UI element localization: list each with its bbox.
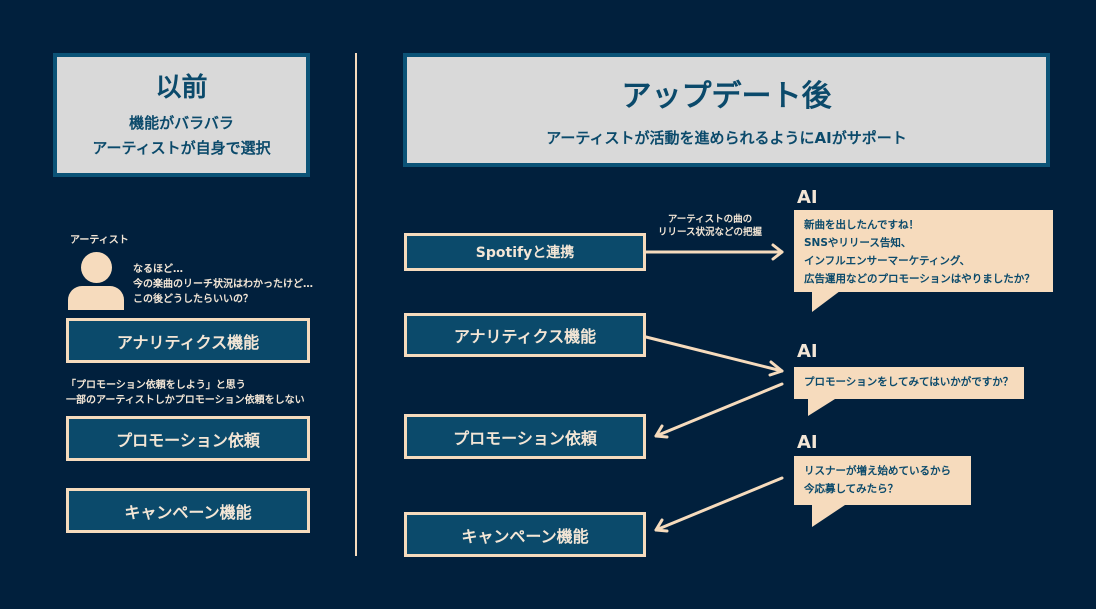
ai-label-1: AI [797, 187, 818, 208]
artist-thought: なるほど… 今の楽曲のリーチ状況はわかったけど… この後どうしたらいいの？ [133, 262, 313, 307]
after-subtitle: アーティストが活動を進められるようにAIがサポート [546, 129, 907, 147]
arrow-label-line: リリース状況などの把握 [657, 227, 763, 238]
note-line: 「プロモーション依頼をしよう」と思う [66, 380, 246, 391]
note-line: 一部のアーティストしかプロモーション依頼をしない [66, 395, 305, 406]
before-analytics-box: アナリティクス機能 [66, 318, 310, 363]
spotify-box: Spotifyと連携 [404, 233, 646, 271]
before-promotion-box: プロモーション依頼 [66, 416, 310, 461]
artist-label: アーティスト [70, 235, 129, 246]
bubble-tail-2 [808, 399, 835, 416]
after-title: アップデート後 [621, 79, 832, 114]
before-subtitle-2: アーティストが自身で選択 [92, 139, 271, 157]
thought-line: なるほど… [133, 264, 183, 275]
bubble-line: 今応募してみたら？ [804, 483, 899, 495]
after-analytics-box: アナリティクス機能 [404, 313, 646, 357]
bubble-tail-3 [812, 505, 845, 527]
bubble-line: 新曲を出したんですね！ [804, 219, 919, 231]
thought-line: 今の楽曲のリーチ状況はわかったけど… [133, 279, 313, 290]
before-title: 以前 [155, 73, 208, 103]
arrow-label-line: アーティストの曲の [667, 214, 753, 225]
before-header: 以前 機能がバラバラ アーティストが自身で選択 [53, 53, 310, 177]
arrow-analytics-to-ai [644, 335, 784, 377]
after-promotion-box: プロモーション依頼 [404, 414, 646, 459]
bubble-line: SNSやリリース告知、 [804, 237, 912, 249]
bubble-tail-1 [812, 291, 840, 312]
arrow-ai-to-campaign [654, 476, 784, 533]
ai-label-2: AI [797, 341, 818, 362]
promotion-note: 「プロモーション依頼をしよう」と思う 一部のアーティストしかプロモーション依頼を… [66, 378, 305, 408]
arrow-label: アーティストの曲の リリース状況などの把握 [655, 213, 765, 239]
bubble-line: プロモーションをしてみてはいかがですか？ [804, 376, 1014, 388]
avatar-icon [68, 252, 124, 310]
before-subtitle-1: 機能がバラバラ [129, 114, 234, 132]
before-campaign-box: キャンペーン機能 [66, 488, 310, 533]
ai-bubble-1: 新曲を出したんですね！ SNSやリリース告知、 インフルエンサーマーケティング、… [794, 210, 1053, 292]
arrow-ai-to-promotion [654, 382, 784, 439]
arrow-spotify-to-ai [644, 243, 784, 261]
ai-bubble-3: リスナーが増え始めているから 今応募してみたら？ [794, 456, 971, 505]
thought-line: この後どうしたらいいの？ [133, 294, 253, 305]
bubble-line: リスナーが増え始めているから [804, 465, 951, 477]
ai-bubble-2: プロモーションをしてみてはいかがですか？ [794, 367, 1024, 399]
bubble-line: インフルエンサーマーケティング、 [804, 255, 971, 267]
divider [355, 53, 357, 556]
after-campaign-box: キャンペーン機能 [404, 512, 646, 557]
after-header: アップデート後 アーティストが活動を進められるようにAIがサポート [403, 53, 1050, 167]
bubble-line: 広告運用などのプロモーションはやりましたか？ [804, 273, 1035, 285]
ai-label-3: AI [797, 432, 818, 453]
